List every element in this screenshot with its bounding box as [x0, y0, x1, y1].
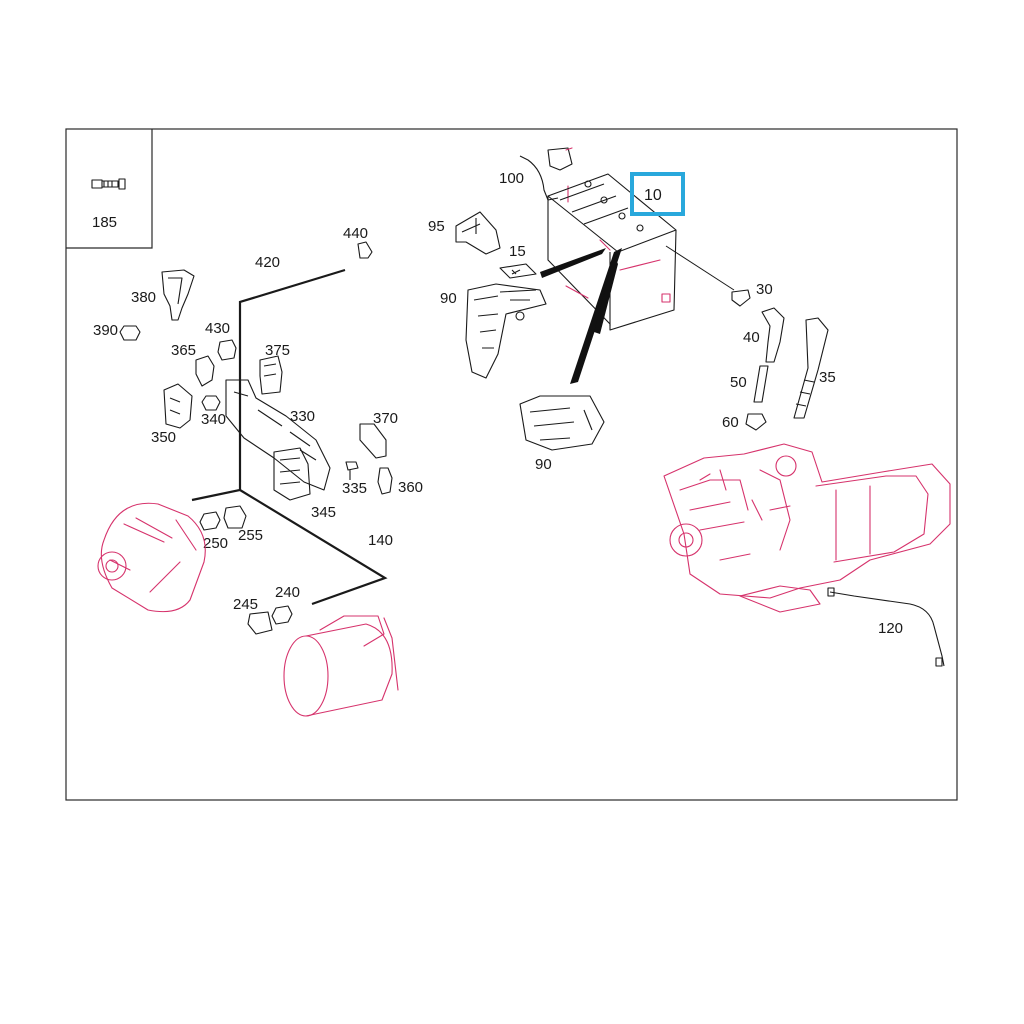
callout-350: 350 [151, 429, 176, 446]
part-90-holder-lower[interactable] [519, 395, 605, 451]
part-120-ground-cable[interactable] [827, 587, 945, 667]
callout-35: 35 [819, 369, 836, 386]
callout-90-upper: 90 [440, 290, 457, 307]
part-350-bracket[interactable] [163, 383, 193, 429]
callout-95: 95 [428, 218, 445, 235]
callout-245: 245 [233, 596, 258, 613]
part-380-cover[interactable] [161, 269, 195, 321]
part-35-vent-hose[interactable] [793, 317, 829, 419]
callout-140: 140 [368, 532, 393, 549]
part-360-sensor[interactable] [377, 467, 393, 495]
diagram-frame [65, 128, 958, 801]
callout-30: 30 [756, 281, 773, 298]
callout-50: 50 [730, 374, 747, 391]
part-340-nut[interactable] [201, 395, 221, 411]
callout-360: 360 [398, 479, 423, 496]
part-240-nut[interactable] [271, 605, 293, 625]
starter-motor-outline [283, 615, 399, 717]
part-250-nut[interactable] [199, 511, 221, 531]
callout-430: 430 [205, 320, 230, 337]
alternator-outline [97, 502, 206, 613]
part-185-bolt[interactable] [91, 178, 126, 190]
group-bracket-420 [191, 268, 388, 606]
callout-365: 365 [171, 342, 196, 359]
part-375-holder[interactable] [259, 355, 283, 395]
part-245-sleeve[interactable] [247, 611, 273, 635]
callout-250: 250 [203, 535, 228, 552]
part-335-bolt[interactable] [345, 461, 359, 480]
callout-15: 15 [509, 243, 526, 260]
part-40-elbow[interactable] [761, 307, 785, 363]
part-90-holder-upper[interactable] [465, 283, 547, 379]
part-10-battery[interactable] [547, 173, 677, 331]
callout-375: 375 [265, 342, 290, 359]
part-430-nut[interactable] [217, 339, 237, 361]
part-370-holder[interactable] [359, 423, 387, 459]
highlight-box-10 [630, 172, 685, 216]
callout-335: 335 [342, 480, 367, 497]
callout-370: 370 [373, 410, 398, 427]
callout-100: 100 [499, 170, 524, 187]
part-345-module[interactable] [273, 447, 311, 501]
part-330-fuse-carrier[interactable] [225, 379, 331, 491]
part-50-hose[interactable] [753, 365, 769, 403]
part-440-clip[interactable] [357, 241, 373, 259]
callout-60: 60 [722, 414, 739, 431]
leader-30 [665, 245, 735, 291]
part-30-cap[interactable] [731, 289, 751, 307]
part-95-terminal-cover[interactable] [455, 211, 501, 255]
part-365-connector[interactable] [195, 355, 215, 387]
engine-transmission-outline [663, 443, 951, 613]
callout-185: 185 [92, 214, 117, 231]
part-390-nut[interactable] [119, 325, 141, 341]
part-255-sleeve[interactable] [223, 505, 247, 529]
callout-240: 240 [275, 584, 300, 601]
callout-120: 120 [878, 620, 903, 637]
callout-380: 380 [131, 289, 156, 306]
part-100-cable[interactable] [519, 147, 573, 203]
callout-390: 390 [93, 322, 118, 339]
callout-340: 340 [201, 411, 226, 428]
callout-440: 440 [343, 225, 368, 242]
callout-90-lower: 90 [535, 456, 552, 473]
part-15-label[interactable] [499, 263, 537, 279]
callout-420: 420 [255, 254, 280, 271]
callout-330: 330 [290, 408, 315, 425]
inset-box-185 [66, 129, 153, 249]
battery-cable-harness [540, 248, 622, 384]
part-60-grommet[interactable] [745, 413, 767, 431]
callout-40: 40 [743, 329, 760, 346]
callout-345: 345 [311, 504, 336, 521]
callout-255: 255 [238, 527, 263, 544]
callout-10: 10 [644, 187, 662, 204]
